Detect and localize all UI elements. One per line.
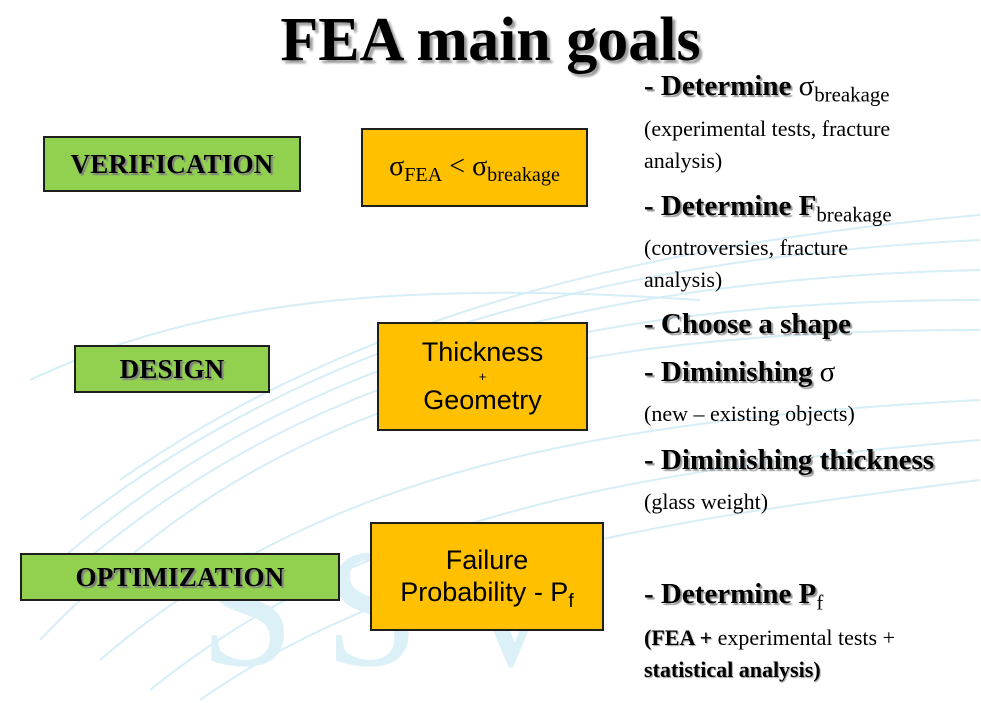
failure-probability-box: Failure Probability - Pf: [370, 522, 604, 631]
design-parameters-box: Thickness + Geometry: [377, 322, 588, 431]
failure-text: Failure: [445, 545, 529, 576]
goal-choose-shape: - Choose a shape: [644, 308, 852, 340]
goal-diminishing-thickness: - Diminishing thickness: [644, 444, 935, 476]
optimization-label: OPTIMIZATION: [75, 561, 285, 592]
design-label: DESIGN: [119, 353, 225, 384]
geometry-text: Geometry: [423, 384, 542, 415]
plus-sign: +: [478, 368, 487, 384]
thickness-text: Thickness: [421, 337, 544, 368]
note-fea-statistics: (FEA + experimental tests + statistical …: [644, 625, 896, 682]
note-objects: (new – existing objects): [644, 401, 855, 426]
optimization-box: OPTIMIZATION: [20, 553, 340, 601]
design-box: DESIGN: [74, 345, 270, 393]
verification-box: VERIFICATION: [43, 136, 301, 192]
note-experimental-tests: (experimental tests, fracture analysis): [644, 116, 891, 173]
page-title: FEA main goals: [280, 6, 701, 74]
goal-diminishing-sigma: - Diminishing σ: [644, 356, 836, 388]
probability-text: Probability - Pf: [400, 576, 574, 612]
note-glass-weight: (glass weight): [644, 489, 769, 514]
goal-determine-sigma: - Determine σbreakage: [644, 70, 890, 107]
goal-determine-f: - Determine Fbreakage: [644, 190, 892, 227]
goal-determine-pf: - Determine Pf: [644, 578, 824, 615]
stress-criterion-box: σFEA < σbreakage: [361, 128, 588, 207]
note-controversies: (controversies, fracture analysis): [644, 235, 849, 292]
stress-criterion-formula: σFEA < σbreakage: [389, 151, 560, 187]
verification-label: VERIFICATION: [70, 148, 274, 179]
